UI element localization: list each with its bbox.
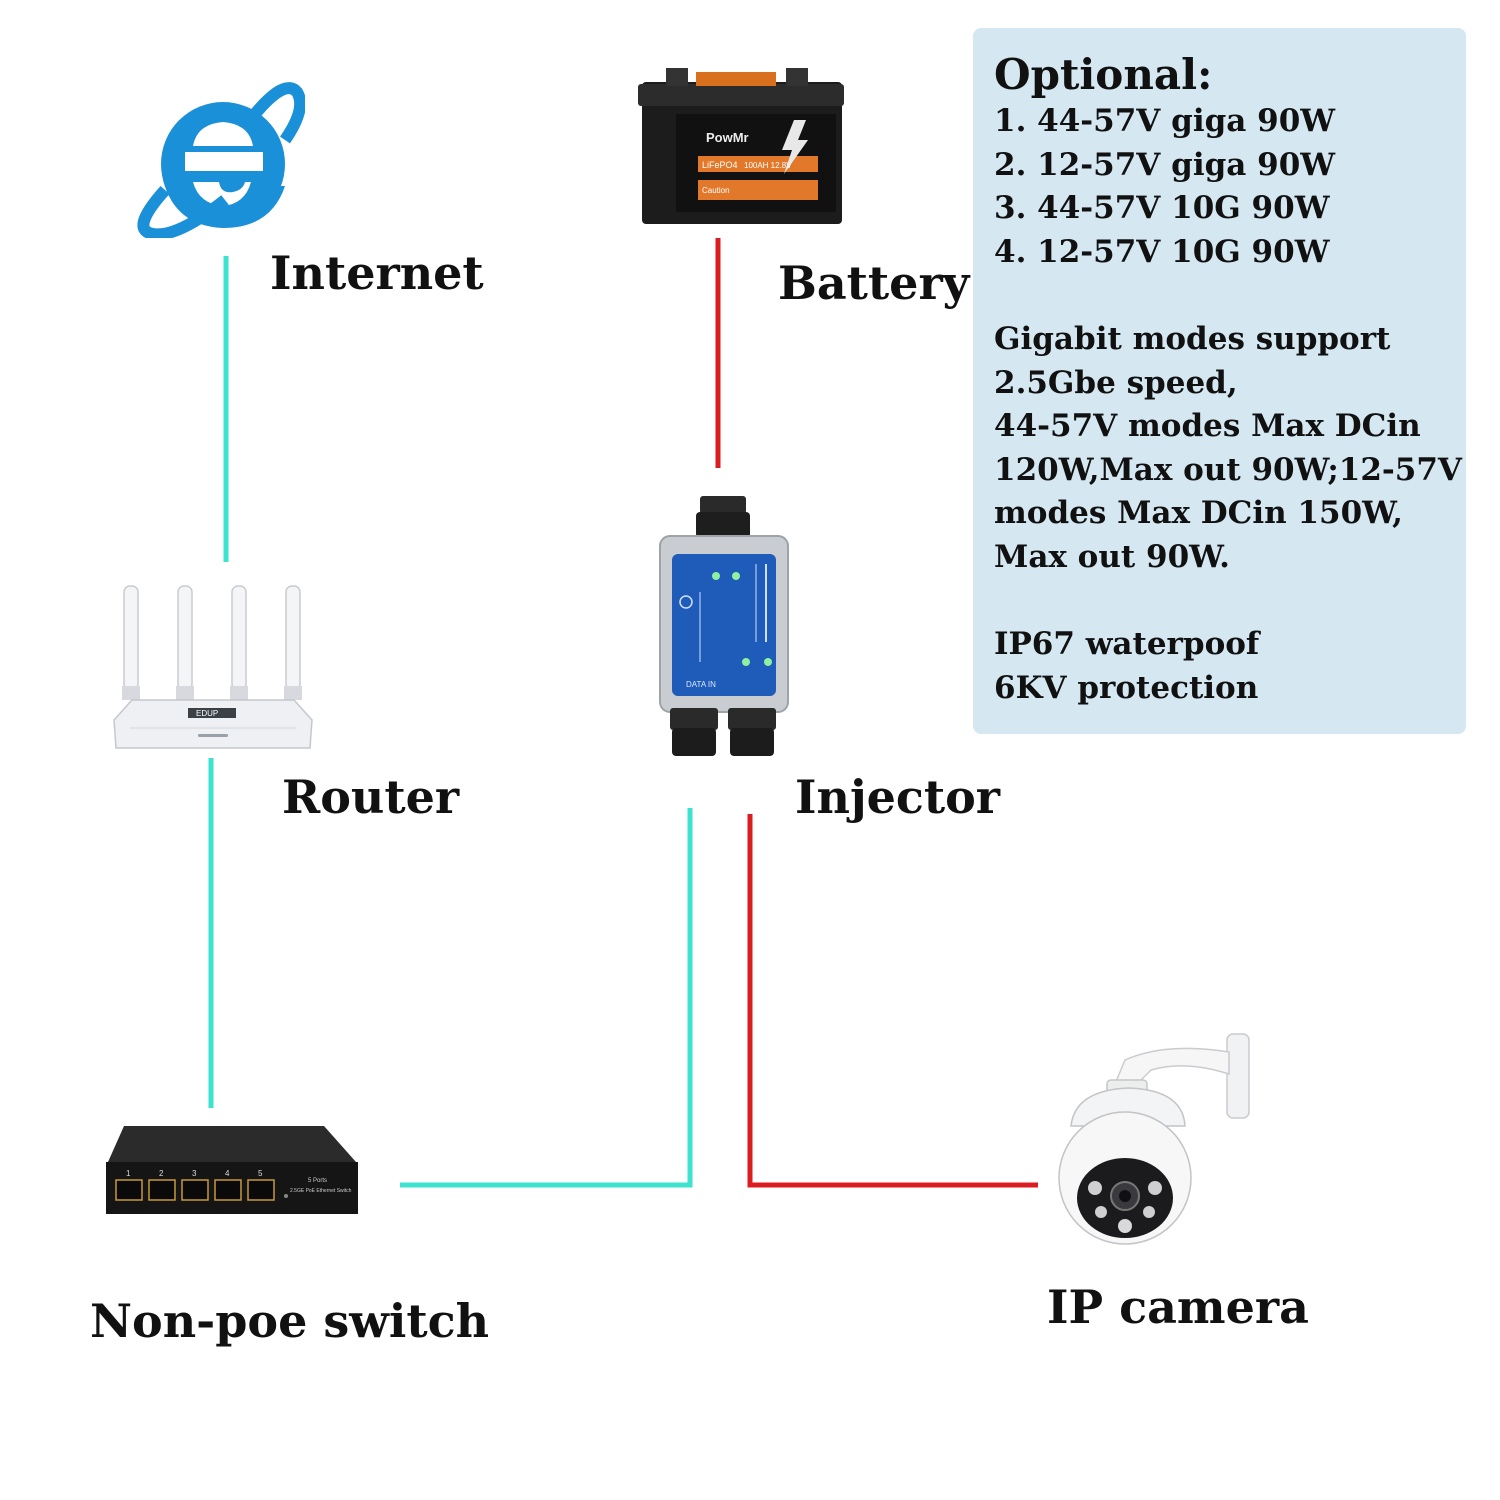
info-panel: Optional: 1. 44-57V giga 90W 2. 12-57V g… xyxy=(973,28,1466,734)
battery-caution: Caution xyxy=(702,186,730,195)
battery-chem: LiFePO4 xyxy=(702,160,738,170)
router-label: Router xyxy=(282,770,460,824)
line-switch-injector xyxy=(400,808,693,1188)
option-line: 3. 44-57V 10G 90W xyxy=(994,190,1330,226)
note-line: modes Max DCin 150W, xyxy=(994,495,1403,531)
switch-label: Non-poe switch xyxy=(90,1294,490,1348)
battery-brand: PowMr xyxy=(706,130,749,145)
injector-port-in: DATA IN xyxy=(686,680,716,689)
internet-label: Internet xyxy=(270,246,484,300)
battery-label: Battery xyxy=(778,256,970,310)
switch-port-1: 1 xyxy=(126,1169,131,1178)
feature-line: 6KV protection xyxy=(994,669,1259,706)
switch-port-2: 2 xyxy=(159,1169,164,1178)
note-line: 44-57V modes Max DCin xyxy=(994,408,1421,444)
feature-line: IP67 waterpoof xyxy=(994,626,1260,662)
option-line: 2. 12-57V giga 90W xyxy=(994,146,1336,183)
note-line: Max out 90W. xyxy=(994,538,1230,575)
note-line: 120W,Max out 90W;12-57V xyxy=(994,451,1462,488)
router-icon: EDUP xyxy=(113,585,313,749)
router-badge: EDUP xyxy=(196,709,218,718)
switch-model: 2.5GE PoE Ethernet Switch xyxy=(290,1188,352,1194)
internet-explorer-icon xyxy=(137,82,305,238)
option-line: 1. 44-57V giga 90W xyxy=(994,103,1336,139)
switch-ports-label: 5 Ports xyxy=(308,1178,327,1184)
info-title: Optional: xyxy=(994,50,1213,99)
switch-port-4: 4 xyxy=(225,1169,230,1178)
line-injector-camera xyxy=(747,814,1038,1188)
injector-label: Injector xyxy=(795,770,1001,824)
camera-label: IP camera xyxy=(1047,1280,1309,1334)
switch-icon: 1 2 3 4 5 5 Ports 2.5GE PoE Ethernet Swi… xyxy=(106,1126,358,1214)
battery-icon: PowMr LiFePO4 100AH 12.8V Caution xyxy=(638,68,844,224)
option-line: 4. 12-57V 10G 90W xyxy=(994,233,1330,270)
ptz-camera-icon xyxy=(1058,1033,1250,1245)
note-line: 2.5Gbe speed, xyxy=(994,364,1238,401)
note-line: Gigabit modes support xyxy=(994,321,1391,357)
battery-spec: 100AH 12.8V xyxy=(744,161,792,170)
switch-port-5: 5 xyxy=(258,1169,263,1178)
injector-icon: DATA IN xyxy=(659,496,789,756)
switch-port-3: 3 xyxy=(192,1169,197,1178)
